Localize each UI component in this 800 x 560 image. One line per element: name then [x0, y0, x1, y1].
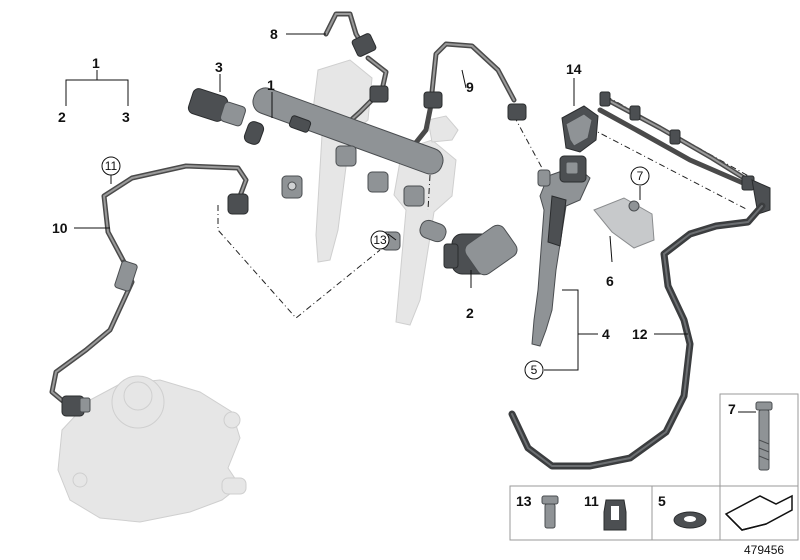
callout-13: 13	[373, 233, 387, 247]
callout-12: 12	[632, 326, 648, 342]
fuel-injector	[531, 155, 591, 347]
ghost-high-pressure-pump	[57, 375, 247, 523]
callout-11-circle	[101, 156, 121, 176]
callout-1-top: 1	[92, 55, 100, 71]
callout-13-circle	[370, 230, 390, 250]
pressure-control-valve	[443, 224, 518, 276]
high-pressure-line-9	[407, 41, 527, 153]
screw-13-icon	[541, 495, 559, 529]
washer-5-icon	[673, 511, 707, 529]
callout-10: 10	[52, 220, 68, 236]
callout-7: 7	[637, 169, 644, 183]
high-pressure-line-10	[49, 163, 249, 417]
diagram-id: 479456	[744, 543, 784, 557]
callout-3-top: 3	[122, 109, 130, 125]
legend-label-11: 11	[584, 493, 599, 509]
callout-14: 14	[566, 61, 582, 77]
rail-pressure-sensor	[187, 88, 247, 127]
callout-11: 11	[105, 159, 118, 173]
callout-2-top: 2	[58, 109, 66, 125]
callout-5-circle	[524, 360, 544, 380]
legend-labels: 7 13 11 5	[516, 401, 736, 509]
callouts: 1 2 3 3 1 8 9 14 11 10 13 2 7 6 12 4 5	[52, 26, 650, 380]
callout-5: 5	[531, 363, 538, 377]
high-pressure-rail	[243, 87, 447, 251]
callout-3: 3	[215, 59, 223, 75]
leader-lines	[65, 33, 756, 413]
callout-1: 1	[267, 77, 275, 93]
leakoff-hose	[508, 202, 766, 470]
injector-bracket	[593, 197, 655, 249]
legend-boxes	[509, 393, 799, 541]
legend-label-5: 5	[658, 493, 666, 509]
legend-label-13: 13	[516, 493, 532, 509]
legend-label-7: 7	[728, 401, 736, 417]
grommet-11-icon	[603, 499, 627, 531]
leakoff-rail	[597, 91, 771, 215]
high-pressure-line-8	[323, 11, 389, 133]
callout-7-circle	[630, 166, 650, 186]
callout-6: 6	[606, 273, 614, 289]
injector-cap	[561, 105, 599, 153]
callout-9: 9	[466, 79, 474, 95]
callout-2: 2	[466, 305, 474, 321]
bolt-7-icon	[755, 401, 773, 471]
callout-8: 8	[270, 26, 278, 42]
callout-4: 4	[602, 326, 610, 342]
assembly-arrow-icon	[724, 494, 793, 531]
